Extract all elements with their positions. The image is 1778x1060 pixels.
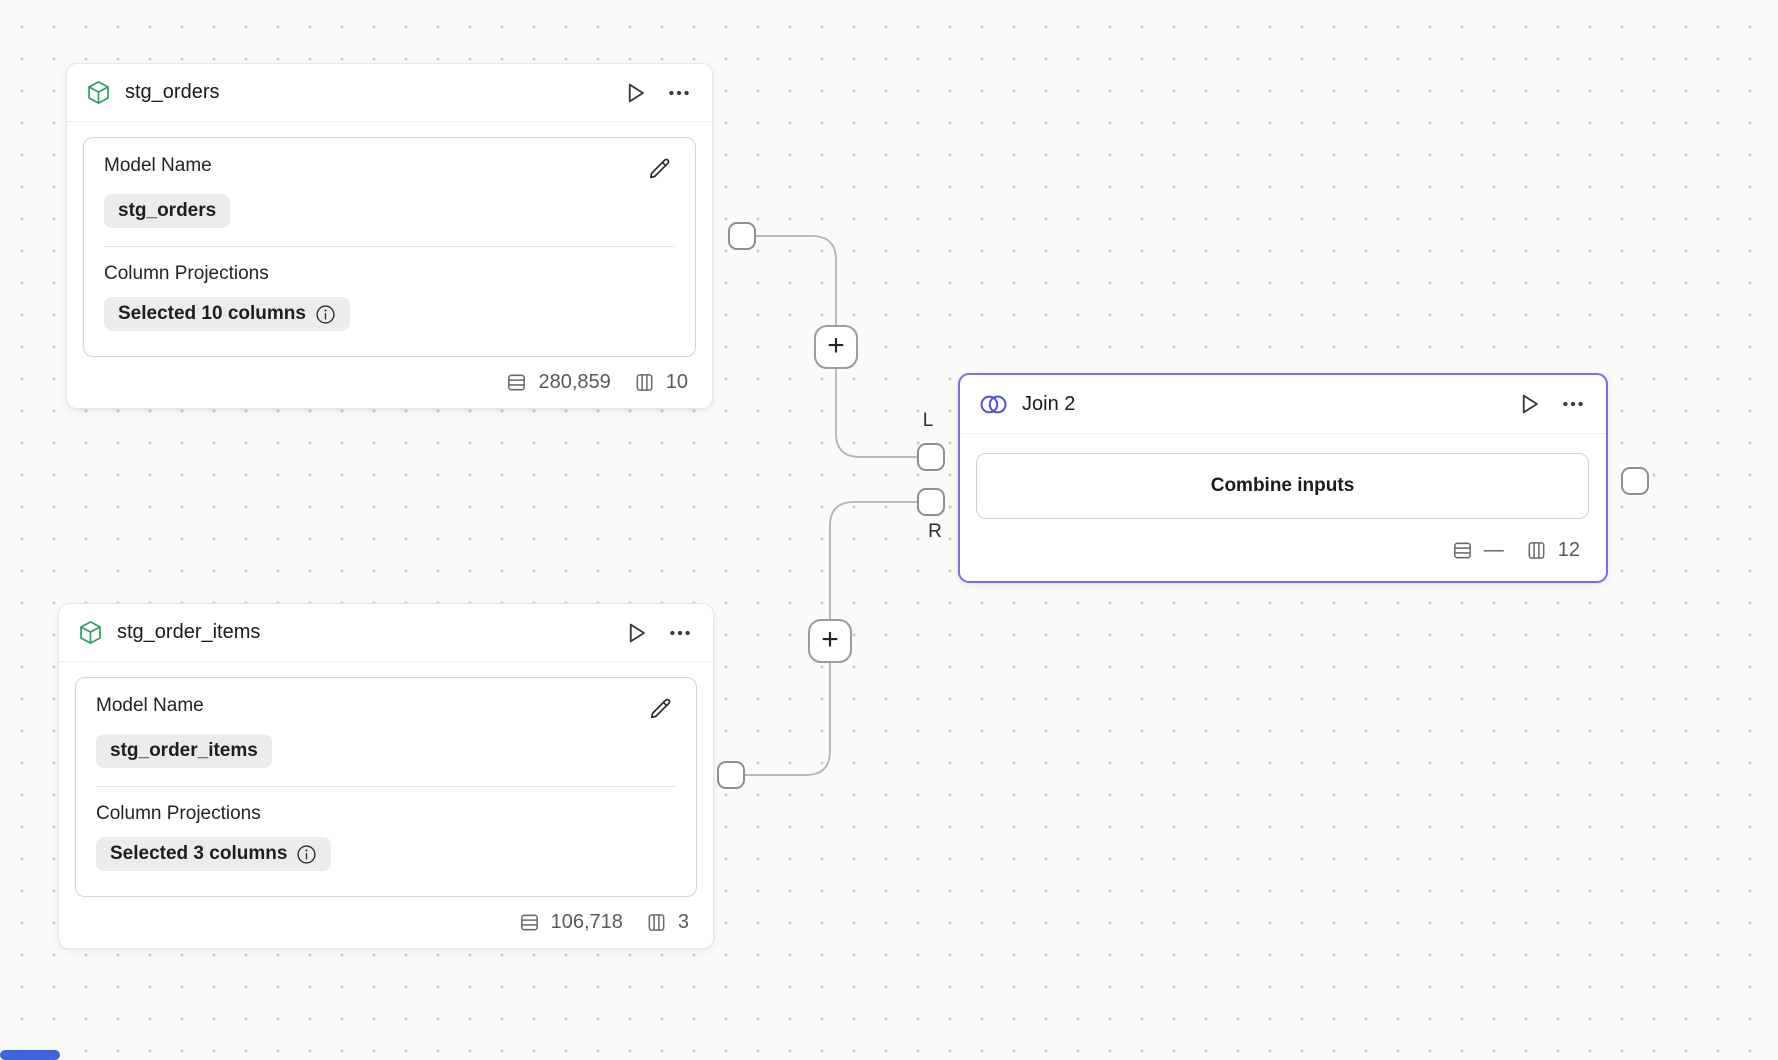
panel-divider xyxy=(104,246,675,247)
join-right-input-port[interactable] xyxy=(917,488,945,516)
model-name-label: Model Name xyxy=(96,695,204,716)
node-menu-button[interactable] xyxy=(665,618,695,648)
horizontal-scrollbar-thumb[interactable] xyxy=(0,1050,60,1060)
stg-orders-output-port[interactable] xyxy=(728,222,756,250)
row-count: 106,718 xyxy=(550,911,623,933)
column-count-icon xyxy=(648,914,665,931)
node-stats-footer: 106,718 3 xyxy=(59,897,713,948)
node-menu-button[interactable] xyxy=(1558,389,1588,419)
panel-divider xyxy=(96,786,676,787)
node-stg-orders[interactable]: stg_orders Model Name stg_orders xyxy=(66,63,713,409)
info-icon xyxy=(316,304,335,324)
node-stats-footer: 280,859 10 xyxy=(67,357,712,408)
column-projections-value: Selected 10 columns xyxy=(118,303,306,324)
node-config-panel: Model Name stg_orders Column Projections… xyxy=(83,137,696,357)
node-stats-footer: — 12 xyxy=(960,519,1606,581)
column-count: 12 xyxy=(1557,538,1580,561)
row-count-icon xyxy=(1453,542,1471,558)
column-count-icon xyxy=(1528,541,1545,559)
node-menu-button[interactable] xyxy=(664,78,694,108)
node-header: stg_order_items xyxy=(59,604,713,662)
add-node-on-wire-button[interactable]: + xyxy=(814,325,858,369)
combine-inputs-button[interactable]: Combine inputs xyxy=(976,453,1589,519)
row-count-icon xyxy=(520,914,538,931)
run-node-button[interactable] xyxy=(1513,388,1545,420)
column-count-icon xyxy=(636,374,653,391)
join-left-input-port[interactable] xyxy=(917,443,945,471)
column-projections-value: Selected 3 columns xyxy=(110,843,288,864)
row-count-icon xyxy=(508,374,526,391)
model-cube-icon xyxy=(77,619,104,646)
model-cube-icon xyxy=(85,79,112,106)
left-port-label: L xyxy=(922,410,934,431)
stg-order-items-output-port[interactable] xyxy=(717,761,745,789)
node-title: stg_order_items xyxy=(117,621,261,643)
join-venn-icon xyxy=(978,393,1009,416)
column-projections-chip[interactable]: Selected 3 columns xyxy=(96,837,332,871)
run-node-button[interactable] xyxy=(619,77,651,109)
node-header: Join 2 xyxy=(960,375,1606,434)
node-title: stg_orders xyxy=(125,81,220,103)
model-name-chip[interactable]: stg_order_items xyxy=(96,734,272,768)
node-title: Join 2 xyxy=(1022,392,1076,415)
model-name-value: stg_orders xyxy=(118,200,217,221)
model-name-label: Model Name xyxy=(104,155,212,176)
right-port-label: R xyxy=(928,521,942,542)
column-projections-label: Column Projections xyxy=(96,803,261,824)
node-config-panel: Model Name stg_order_items Column Projec… xyxy=(75,677,697,897)
run-node-button[interactable] xyxy=(620,617,652,649)
model-name-chip[interactable]: stg_orders xyxy=(104,194,231,228)
node-stg-order-items[interactable]: stg_order_items Model Name stg_or xyxy=(58,603,714,949)
column-projections-label: Column Projections xyxy=(104,263,269,284)
node-header: stg_orders xyxy=(67,64,712,122)
model-name-value: stg_order_items xyxy=(110,740,258,761)
row-count: 280,859 xyxy=(538,371,611,393)
edit-pencil-icon[interactable] xyxy=(644,153,675,184)
column-projections-chip[interactable]: Selected 10 columns xyxy=(104,297,350,331)
join-output-port[interactable] xyxy=(1621,467,1649,495)
info-icon xyxy=(297,844,316,864)
column-count: 3 xyxy=(677,911,689,933)
row-count: — xyxy=(1483,538,1504,561)
column-count: 10 xyxy=(665,371,688,393)
edit-pencil-icon[interactable] xyxy=(645,693,676,724)
add-node-on-wire-button[interactable]: + xyxy=(808,619,852,663)
node-join-2[interactable]: Join 2 Combine inputs — 12 xyxy=(958,373,1608,583)
